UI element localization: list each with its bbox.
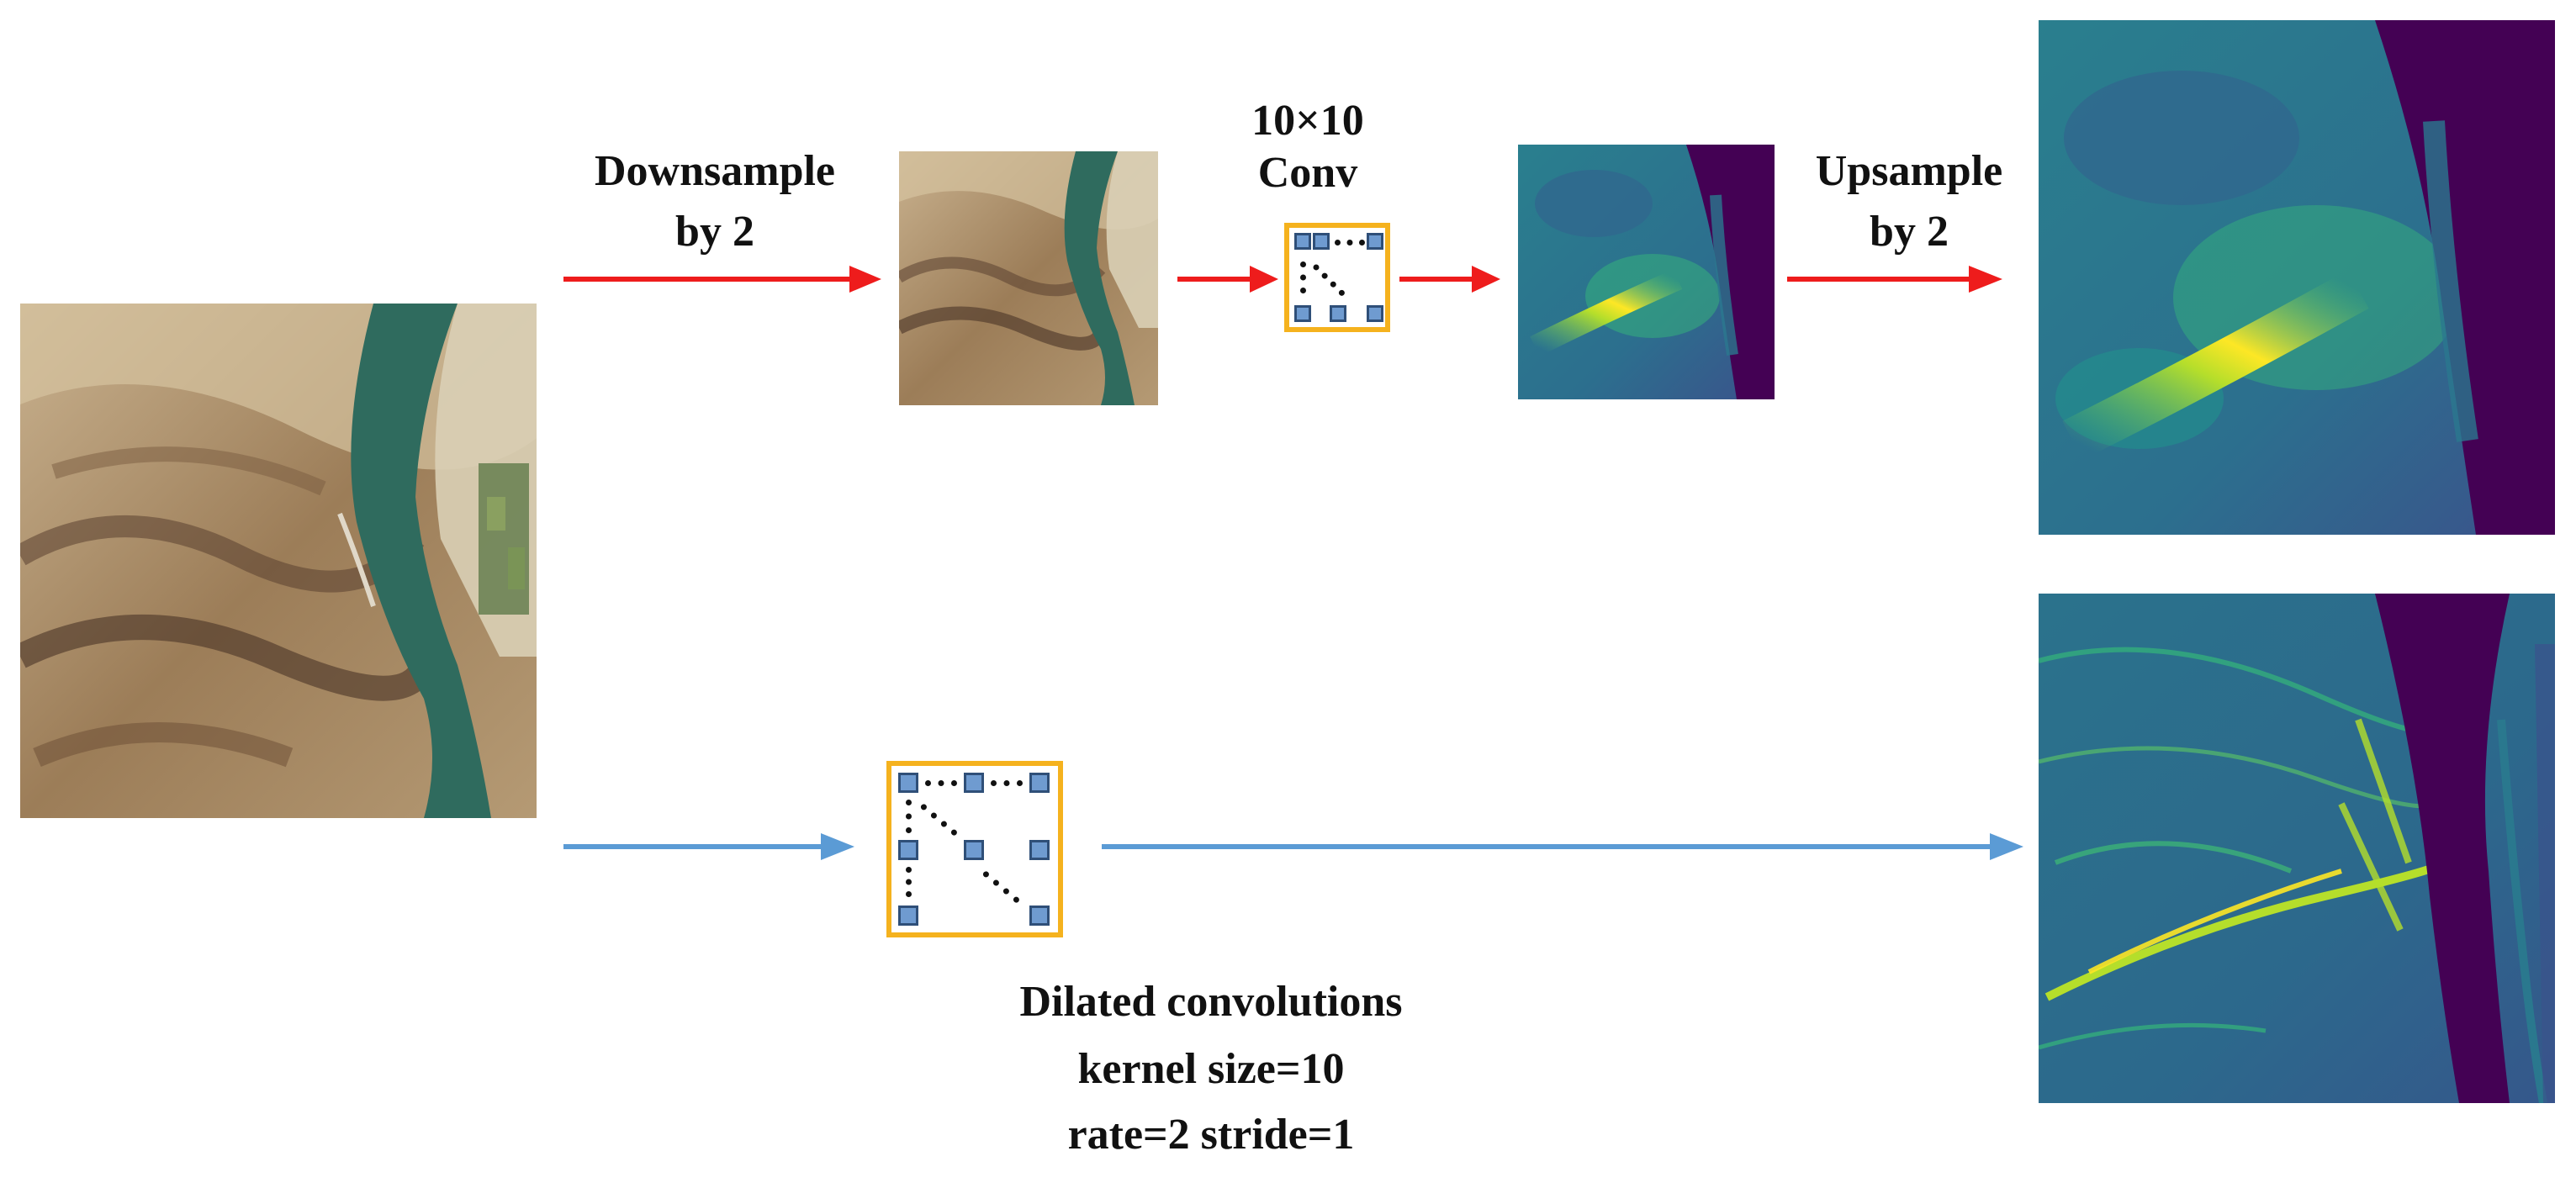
conv-kernel-icon	[1284, 223, 1390, 332]
upsample-arrow	[1787, 266, 2002, 293]
kernel-dots	[925, 780, 957, 786]
kernel-cell	[1029, 773, 1050, 793]
to-dilated-arrow	[563, 833, 854, 860]
downsample-label-line1: Downsample	[594, 147, 836, 195]
kernel-cell	[1029, 906, 1050, 926]
upsample-label-line1: Upsample	[1815, 147, 2003, 195]
input-satellite-image	[20, 304, 537, 818]
kernel-cell	[898, 906, 918, 926]
kernel-dots	[906, 800, 912, 833]
kernel-cell	[1367, 233, 1383, 250]
kernel-dots	[906, 867, 912, 897]
kernel-cell	[1330, 305, 1346, 322]
low-resolution-feature-map	[1518, 145, 1775, 399]
kernel-cell	[1029, 840, 1050, 860]
downsampled-satellite-image	[899, 151, 1158, 405]
kernel-cell	[1294, 233, 1311, 250]
kernel-dots	[1300, 261, 1306, 293]
conv-label-line2: Conv	[1257, 149, 1358, 197]
kernel-dots	[1312, 263, 1346, 298]
from-dilated-arrow	[1102, 833, 2023, 860]
upsample-label-line2: by 2	[1870, 208, 1949, 256]
dilated-label-line1: Dilated convolutions	[1019, 978, 1403, 1026]
dilated-label-line3: rate=2 stride=1	[1067, 1111, 1355, 1159]
kernel-cell	[1294, 305, 1311, 322]
kernel-cell	[1313, 233, 1330, 250]
kernel-cell	[964, 840, 984, 860]
dilated-label-line2: kernel size=10	[1077, 1045, 1345, 1093]
conv-label-line1: 10×10	[1251, 97, 1364, 145]
downsample-label-line2: by 2	[675, 208, 754, 256]
kernel-dots	[991, 780, 1023, 786]
dilated-kernel-icon	[886, 761, 1063, 937]
dilated-convolution-feature-map	[2039, 594, 2555, 1103]
kernel-dots	[1335, 240, 1365, 246]
to-conv-arrow	[1177, 266, 1278, 293]
upsampled-feature-map	[2039, 20, 2555, 535]
kernel-dots	[919, 803, 959, 837]
kernel-dots	[981, 870, 1021, 905]
kernel-cell	[898, 773, 918, 793]
kernel-cell	[964, 773, 984, 793]
kernel-cell	[898, 840, 918, 860]
downsample-arrow	[563, 266, 881, 293]
kernel-cell	[1367, 305, 1383, 322]
from-conv-arrow	[1399, 266, 1500, 293]
